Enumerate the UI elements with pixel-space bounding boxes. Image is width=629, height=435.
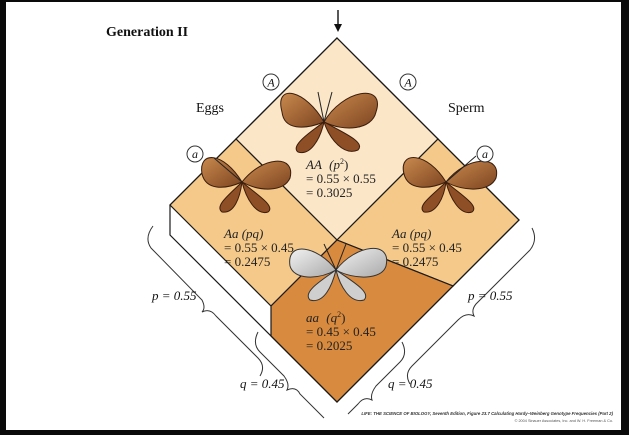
caption-line-2: © 2004 Sinauer Associates, Inc. and W. H… xyxy=(515,419,613,423)
svg-text:a: a xyxy=(482,147,488,161)
generation-title: Generation II xyxy=(106,25,188,40)
eggs-label: Eggs xyxy=(196,101,224,116)
allele-a-left-circle: a xyxy=(187,146,203,162)
down-arrow-icon xyxy=(334,10,342,32)
svg-text:A: A xyxy=(266,76,275,90)
p-left-label: p = 0.55 xyxy=(151,288,197,303)
sperm-label: Sperm xyxy=(448,101,485,116)
punnett-diagram: Generation II xyxy=(6,2,621,430)
svg-text:= 0.2475: = 0.2475 xyxy=(224,254,270,269)
svg-text:= 0.45 × 0.45: = 0.45 × 0.45 xyxy=(306,324,376,339)
svg-text:Aa (pq): Aa (pq) xyxy=(223,226,263,241)
allele-A-right-circle: A xyxy=(400,74,416,90)
svg-text:= 0.55 × 0.45: = 0.55 × 0.45 xyxy=(392,240,462,255)
p-right-label: p = 0.55 xyxy=(467,288,513,303)
svg-text:a: a xyxy=(192,147,198,161)
svg-text:= 0.3025: = 0.3025 xyxy=(306,185,352,200)
q-left-label: q = 0.45 xyxy=(240,376,285,391)
svg-text:= 0.55 × 0.55: = 0.55 × 0.55 xyxy=(306,171,376,186)
allele-a-right-circle: a xyxy=(477,146,493,162)
svg-text:= 0.2025: = 0.2025 xyxy=(306,338,352,353)
figure-panel: Generation II xyxy=(6,2,621,430)
svg-text:= 0.55 × 0.45: = 0.55 × 0.45 xyxy=(224,240,294,255)
q-right-label: q = 0.45 xyxy=(388,376,433,391)
svg-text:Aa (pq): Aa (pq) xyxy=(391,226,431,241)
svg-text:A: A xyxy=(403,76,412,90)
caption-line-1: LIFE: THE SCIENCE OF BIOLOGY, Seventh Ed… xyxy=(361,411,613,416)
svg-text:= 0.2475: = 0.2475 xyxy=(392,254,438,269)
allele-A-left-circle: A xyxy=(263,74,279,90)
